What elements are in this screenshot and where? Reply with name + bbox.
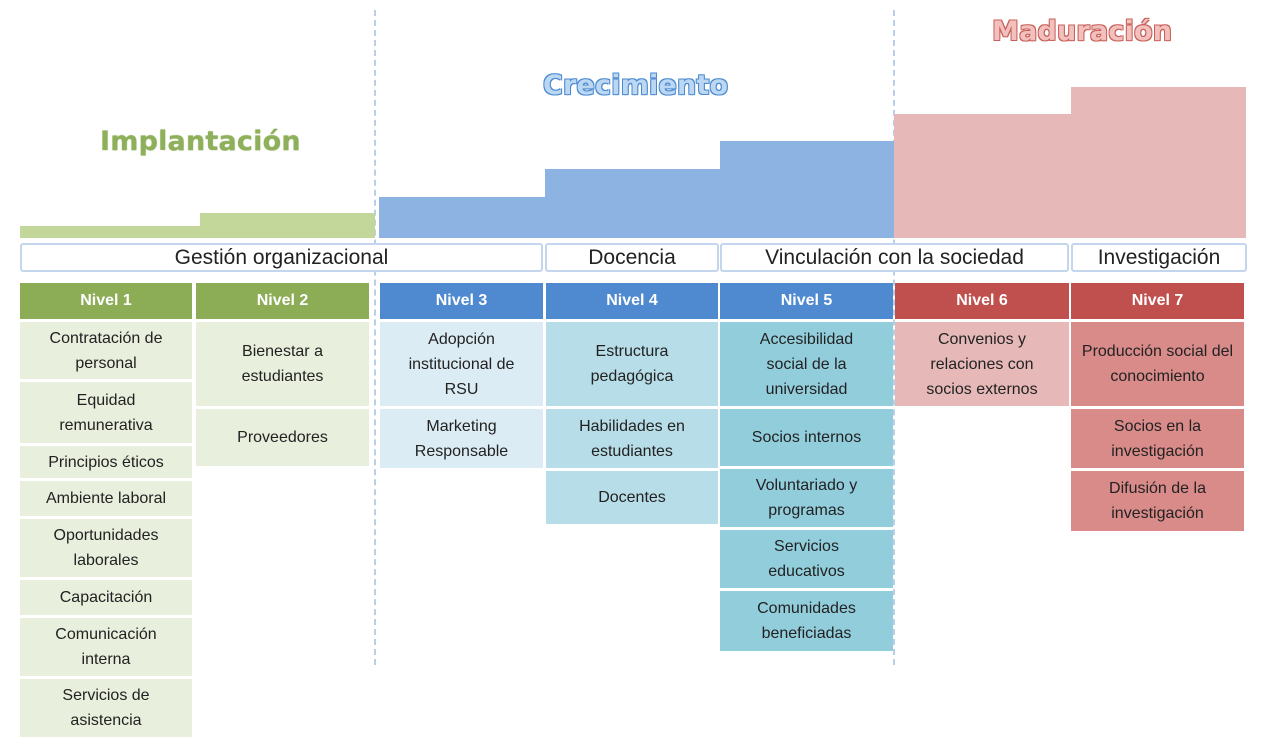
phase-title-implantacion: Implantación (100, 126, 301, 157)
category-docencia: Docencia (545, 243, 719, 272)
item-comunidades: Comunidades beneficiadas (720, 591, 893, 651)
item-convenios: Convenios y relaciones con socios extern… (895, 322, 1069, 406)
step-nivel-3 (379, 197, 545, 238)
category-investigacion: Investigación (1071, 243, 1247, 272)
step-nivel-4 (545, 169, 720, 238)
item-ambiente: Ambiente laboral (20, 481, 192, 516)
step-nivel-7 (1071, 87, 1246, 238)
item-comunicacion: Comunicación interna (20, 618, 192, 676)
item-oportunidades: Oportunidades laborales (20, 519, 192, 577)
item-servicios-asistencia: Servicios de asistencia (20, 679, 192, 737)
item-accesibilidad: Accesibilidad social de la universidad (720, 322, 893, 406)
phase-divider-2 (893, 10, 895, 665)
item-contratacion: Contratación de personal (20, 322, 192, 379)
item-voluntariado: Voluntariado y programas (720, 469, 893, 527)
nivel-4-header: Nivel 4 (546, 283, 718, 319)
step-nivel-1 (20, 226, 200, 238)
step-nivel-2 (200, 213, 375, 238)
item-socios-investigacion: Socios en la investigación (1071, 409, 1244, 468)
phase-title-maduracion: Maduración (992, 16, 1173, 47)
nivel-6-header: Nivel 6 (895, 283, 1069, 319)
item-principios: Principios éticos (20, 446, 192, 478)
nivel-1-header: Nivel 1 (20, 283, 192, 319)
item-habilidades: Habilidades en estudiantes (546, 409, 718, 468)
item-difusion: Difusión de la investigación (1071, 471, 1244, 531)
item-docentes: Docentes (546, 471, 718, 524)
item-capacitacion: Capacitación (20, 580, 192, 615)
item-estructura: Estructura pedagógica (546, 322, 718, 406)
nivel-5-header: Nivel 5 (720, 283, 893, 319)
step-nivel-5 (720, 141, 894, 238)
item-equidad: Equidad remunerativa (20, 382, 192, 443)
item-adopcion-rsu: Adopción institucional de RSU (380, 322, 543, 406)
item-servicios-educativos: Servicios educativos (720, 530, 893, 588)
item-bienestar: Bienestar a estudiantes (196, 322, 369, 406)
nivel-3-header: Nivel 3 (380, 283, 543, 319)
category-vinculacion: Vinculación con la sociedad (720, 243, 1069, 272)
nivel-7-header: Nivel 7 (1071, 283, 1244, 319)
item-marketing: Marketing Responsable (380, 409, 543, 468)
item-proveedores: Proveedores (196, 409, 369, 466)
item-produccion: Producción social del conocimiento (1071, 322, 1244, 406)
category-gestion: Gestión organizacional (20, 243, 543, 272)
item-socios-internos: Socios internos (720, 409, 893, 466)
step-nivel-6 (894, 114, 1071, 238)
phase-title-crecimiento: Crecimiento (543, 70, 729, 101)
phase-divider-1 (374, 10, 376, 665)
nivel-2-header: Nivel 2 (196, 283, 369, 319)
